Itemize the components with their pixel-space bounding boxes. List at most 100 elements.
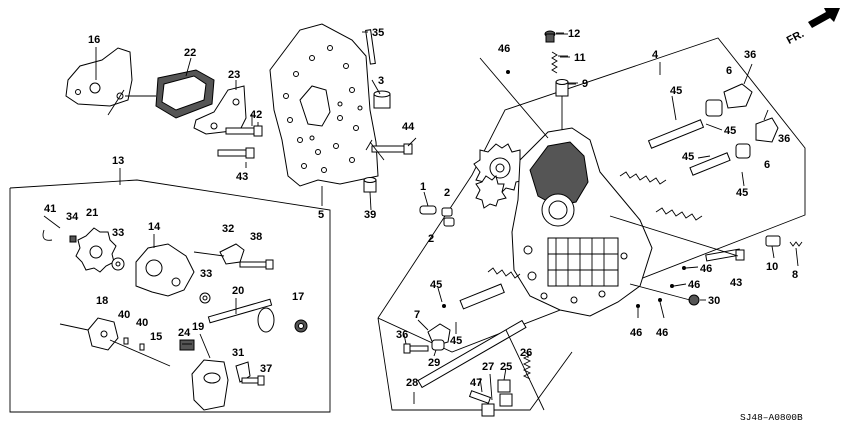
collar-3	[373, 90, 391, 109]
callout-4: 4	[652, 49, 659, 61]
callout-40a: 40	[118, 309, 130, 321]
group-box-lower	[377, 317, 573, 411]
callout-17: 17	[292, 291, 304, 303]
snap-ring-41	[42, 215, 61, 241]
callout-19: 19	[192, 321, 204, 333]
callout-31: 31	[232, 347, 244, 359]
bracket-32	[193, 243, 245, 265]
callout-25: 25	[500, 361, 512, 373]
seal-17	[294, 319, 308, 333]
pin-35	[365, 29, 376, 65]
pump-body-14	[135, 234, 195, 297]
callout-18: 18	[96, 295, 108, 307]
callout-32: 32	[222, 223, 234, 235]
callout-23: 23	[228, 69, 240, 81]
callout-45d: 45	[736, 187, 748, 199]
callout-45a: 45	[670, 85, 682, 97]
callout-13: 13	[112, 155, 124, 167]
callout-47: 47	[470, 377, 482, 389]
washer-33-left	[111, 257, 125, 271]
spool-valves-45	[442, 119, 731, 310]
callout-16: 16	[88, 34, 100, 46]
callout-39: 39	[364, 209, 376, 221]
callout-46d: 46	[656, 327, 668, 339]
callout-26: 26	[520, 347, 532, 359]
callout-14: 14	[148, 221, 161, 233]
bracket-31	[235, 361, 251, 383]
bolt-44	[365, 139, 413, 161]
callout-7: 7	[414, 309, 420, 321]
callout-45e: 45	[430, 279, 442, 291]
callout-28: 28	[406, 377, 418, 389]
bolt-43-top	[217, 147, 255, 168]
callout-12: 12	[568, 28, 580, 40]
callout-46c: 46	[688, 279, 700, 291]
bracket-22	[125, 57, 215, 119]
valve-body-4	[511, 127, 653, 317]
callout-43b: 43	[730, 277, 742, 289]
callout-29: 29	[428, 357, 440, 369]
callout-40b: 40	[136, 317, 148, 329]
callout-21: 21	[86, 207, 98, 219]
bolt-37	[241, 375, 265, 386]
callout-36a: 36	[744, 49, 756, 61]
callout-42: 42	[250, 109, 262, 121]
collar-39	[363, 177, 377, 193]
callout-46b: 46	[700, 263, 712, 275]
callout-6b: 6	[764, 159, 770, 171]
plug-29	[431, 339, 445, 351]
callout-45f: 45	[450, 335, 462, 347]
callout-20: 20	[232, 285, 244, 297]
valve-rod-28	[413, 319, 527, 404]
screen-24	[179, 339, 195, 351]
callout-38: 38	[250, 231, 262, 243]
callout-33a: 33	[112, 227, 124, 239]
callout-15: 15	[150, 331, 162, 343]
ball-34	[69, 235, 77, 243]
callout-34: 34	[66, 211, 79, 223]
callout-3: 3	[378, 75, 384, 87]
callout-9: 9	[582, 78, 588, 90]
diagram-code: SJ48–A0800B	[740, 412, 803, 423]
callout-8: 8	[792, 269, 798, 281]
clip-1-pins-2	[419, 191, 455, 227]
callout-30: 30	[708, 295, 720, 307]
plate-23	[193, 80, 247, 135]
front-direction-arrow	[808, 8, 840, 28]
parts-10-8-43-46-30	[506, 70, 803, 308]
callout-labels: 1 2 2 3 4 5 6 6 7 8 9 10 11 12 13 14 15 …	[44, 27, 798, 389]
callout-33b: 33	[200, 268, 212, 280]
washer-33-right	[199, 292, 211, 304]
callout-11: 11	[574, 52, 586, 64]
callout-45c: 45	[682, 151, 694, 163]
callout-45b: 45	[724, 125, 736, 137]
group-box-13	[9, 168, 331, 413]
callout-43a: 43	[236, 171, 248, 183]
bolt-36-lower	[403, 343, 429, 354]
shaft-20	[207, 298, 275, 333]
callout-46e: 46	[630, 327, 642, 339]
spring-stack-12-11-9	[544, 30, 576, 130]
parts-47-27-25-26	[468, 329, 545, 417]
callout-41: 41	[44, 203, 56, 215]
separator-plate-5	[269, 23, 379, 206]
callout-2a: 2	[444, 187, 450, 199]
callout-24: 24	[178, 327, 191, 339]
bolt-42	[225, 122, 263, 137]
bolt-38	[239, 259, 274, 270]
callout-44: 44	[402, 121, 415, 133]
solenoid-19	[191, 333, 229, 411]
callout-37: 37	[260, 363, 272, 375]
callout-36c: 36	[396, 329, 408, 341]
callout-36b: 36	[778, 133, 790, 145]
callout-5: 5	[318, 209, 324, 221]
callout-46a: 46	[498, 43, 510, 55]
direction-label: FR.	[785, 28, 806, 47]
callout-2b: 2	[428, 233, 434, 245]
plate-18	[59, 317, 119, 351]
callout-35: 35	[372, 27, 384, 39]
plate-16	[65, 47, 133, 116]
callout-1: 1	[420, 181, 426, 193]
